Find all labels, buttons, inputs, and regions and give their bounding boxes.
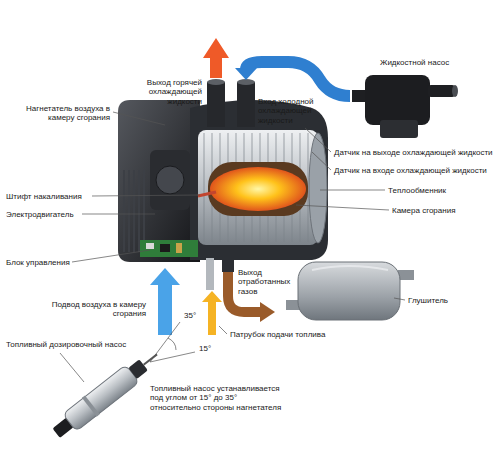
part-label: Вход холодной охлаждающей жидкости bbox=[258, 97, 320, 125]
leader-lines bbox=[82, 214, 155, 215]
coolant-pump bbox=[380, 120, 418, 138]
coolant-pipes bbox=[237, 82, 255, 127]
part-label: Электродвигатель bbox=[6, 210, 74, 219]
coolant-pump bbox=[428, 85, 455, 97]
cold-flow-arrow bbox=[246, 62, 350, 96]
leader-lines bbox=[312, 152, 331, 170]
blower-housing bbox=[138, 170, 140, 252]
blower-housing bbox=[133, 170, 135, 252]
heater-housing bbox=[140, 240, 198, 257]
blower-housing bbox=[150, 150, 190, 210]
heater-housing bbox=[222, 258, 234, 272]
cold-flow-arrow bbox=[235, 62, 350, 96]
leader-lines bbox=[219, 326, 227, 334]
angle-marks bbox=[150, 352, 195, 362]
part-label: Теплообменник bbox=[388, 186, 446, 195]
heater-housing bbox=[160, 244, 170, 252]
coolant-pump bbox=[365, 75, 430, 125]
heater-housing bbox=[206, 258, 214, 290]
angle-marks bbox=[168, 338, 176, 350]
leader-lines bbox=[72, 250, 150, 262]
blower-housing bbox=[123, 170, 125, 252]
hot-flow-arrow bbox=[203, 38, 229, 78]
part-label: Глушитель bbox=[408, 296, 448, 305]
leader-lines bbox=[60, 353, 84, 382]
leader-lines bbox=[305, 128, 331, 152]
heater-housing bbox=[198, 192, 216, 196]
part-label: Патрубок подачи топлива bbox=[230, 330, 325, 339]
leader-lines bbox=[320, 190, 385, 191]
part-label: Нагнетатель воздуха в камеру сгорания bbox=[6, 104, 110, 123]
blower-housing bbox=[156, 166, 184, 194]
heater-housing bbox=[198, 130, 318, 245]
heater-housing bbox=[210, 167, 306, 211]
heater-housing bbox=[176, 243, 182, 253]
heater-housing bbox=[146, 243, 154, 249]
exhaust-arrow bbox=[260, 302, 275, 322]
fuel-pump bbox=[82, 395, 100, 416]
fuel-pump bbox=[49, 345, 165, 443]
blower-housing bbox=[128, 170, 130, 252]
part-label: Датчик на входе охлаждающей жидкости bbox=[334, 166, 487, 175]
fuel-arrow bbox=[202, 291, 222, 335]
part-label: Топливный дозировочный насос bbox=[6, 340, 126, 349]
hot-flow-arrow bbox=[203, 38, 229, 78]
part-label: Выход отработанных газов bbox=[238, 268, 294, 296]
muffler bbox=[312, 266, 388, 270]
blower-housing bbox=[118, 100, 200, 262]
angle-marks bbox=[150, 322, 195, 362]
coolant-pipes bbox=[207, 79, 255, 127]
coolant-pipes bbox=[207, 79, 225, 85]
air-intake-arrow bbox=[150, 268, 180, 335]
part-label: Штифт накаливания bbox=[6, 192, 82, 201]
part-label: Топливный насос устанавливается под угло… bbox=[150, 384, 285, 412]
leader-lines bbox=[394, 298, 405, 300]
part-label: Датчик на выходе охлаждающей жидкости bbox=[334, 148, 493, 157]
part-label: 35° bbox=[184, 311, 196, 320]
coolant-pump bbox=[452, 85, 458, 97]
muffler bbox=[286, 262, 414, 320]
blower-housing bbox=[124, 170, 144, 252]
coolant-pump bbox=[352, 75, 458, 138]
part-label: Жидкостной насос bbox=[380, 58, 449, 67]
leader-lines bbox=[92, 195, 200, 196]
air-intake-arrow bbox=[150, 268, 180, 335]
part-label: Блок управления bbox=[6, 258, 70, 267]
fuel-pump bbox=[144, 354, 157, 364]
leader-lines bbox=[113, 112, 165, 125]
blower-housing bbox=[143, 170, 145, 252]
part-label: Выход горячей охлаждающей жидкости bbox=[136, 78, 202, 106]
fuel-pump bbox=[63, 365, 140, 432]
part-label: 15° bbox=[199, 344, 211, 353]
cold-flow-arrow bbox=[235, 68, 257, 80]
muffler bbox=[298, 262, 400, 320]
coolant-pump bbox=[352, 90, 367, 102]
heater-housing bbox=[309, 133, 327, 243]
heater-housing bbox=[204, 133, 205, 242]
blower-housing bbox=[118, 100, 200, 262]
fuel-pump bbox=[128, 359, 148, 379]
fuel-arrow bbox=[202, 291, 222, 335]
leader-lines bbox=[296, 205, 389, 210]
coolant-pipes bbox=[207, 82, 225, 127]
part-label: Подвод воздуха в камеру сгорания bbox=[40, 300, 146, 319]
part-label: Камера сгорания bbox=[392, 206, 456, 215]
heater-housing bbox=[204, 133, 308, 242]
heater-housing bbox=[208, 162, 308, 216]
